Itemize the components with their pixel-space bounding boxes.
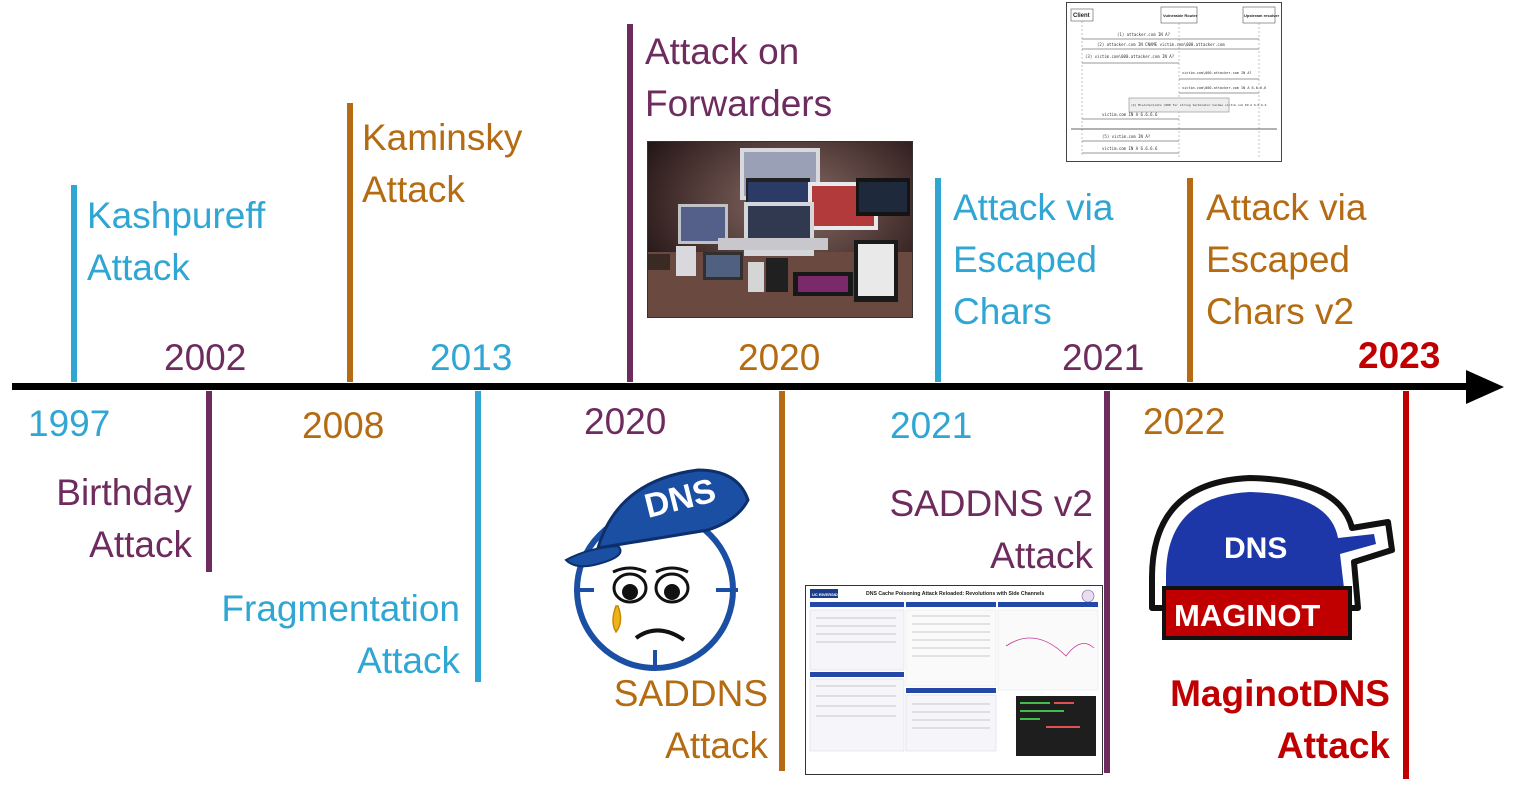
year-2023: 2023 xyxy=(1358,335,1441,376)
year-2013: 2013 xyxy=(430,337,513,378)
label-maginot: MaginotDNS Attack xyxy=(1170,673,1390,766)
year-2021-below: 2021 xyxy=(890,405,973,446)
year-2020-above: 2020 xyxy=(738,337,821,378)
label-fragmentation: Fragmentation Attack xyxy=(221,588,460,681)
poster-org: UC RIVERSIDE xyxy=(812,592,841,597)
bar-escaped2 xyxy=(1187,178,1193,382)
label-kashpureff: Kashpureff Attack xyxy=(87,195,266,288)
year-2002: 2002 xyxy=(164,337,247,378)
label-saddns2: SADDNS v2 Attack xyxy=(889,483,1093,576)
year-1997: 1997 xyxy=(28,403,111,444)
bar-escaped xyxy=(935,178,941,382)
seq-step-2: (2) attacker.com IN CNAME victim.com\000… xyxy=(1097,42,1225,47)
seq-step-3: (3) victim.com\000.attacker.com IN A? xyxy=(1085,54,1175,59)
bar-forwarders xyxy=(627,24,633,382)
seq-step-9: victim.com IN A 6.6.6.6 xyxy=(1102,146,1158,151)
maginotdns-logo: DNS MAGINOT xyxy=(1140,468,1400,658)
label-escaped2: Attack via Escaped Chars v2 xyxy=(1206,187,1367,332)
year-2022: 2022 xyxy=(1143,401,1226,442)
devices-photo xyxy=(647,141,913,318)
seq-step-7: victim.com IN A 6.6.6.6 xyxy=(1102,112,1158,117)
label-escaped: Attack via Escaped Chars xyxy=(953,187,1114,332)
seq-step-1: (1) attacker.com IN A? xyxy=(1117,32,1171,37)
bar-kaminsky xyxy=(347,103,353,382)
devices-photo-svg xyxy=(648,142,912,317)
timeline-arrowhead xyxy=(1466,370,1504,404)
label-birthday: Birthday Attack xyxy=(56,472,192,565)
saddns2-poster: UC RIVERSIDE DNS Cache Poisoning Attack … xyxy=(805,585,1103,775)
year-2021-above: 2021 xyxy=(1062,337,1145,378)
maginot-logo-maginot: MAGINOT xyxy=(1174,598,1320,633)
bar-fragmentation xyxy=(475,391,481,682)
bar-birthday xyxy=(206,391,212,572)
year-2020-below: 2020 xyxy=(584,401,667,442)
sequence-diagram-image: Client Vulnerable Router Upstream resolv… xyxy=(1066,2,1282,162)
timeline-axis xyxy=(12,383,1472,390)
seq-step-4: victim.com\000.attacker.com IN A? xyxy=(1182,71,1252,75)
saddns2-poster-svg: UC RIVERSIDE DNS Cache Poisoning Attack … xyxy=(809,589,1099,756)
seq-step-8: (5) victim.com IN A? xyxy=(1102,134,1151,139)
actor-client: Client xyxy=(1073,13,1090,19)
actor-router: Vulnerable Router xyxy=(1163,13,1198,18)
seq-step-5: victim.com\000.attacker.com IN A 6.6.6.6 xyxy=(1182,86,1266,90)
saddns-logo: DNS xyxy=(558,460,753,675)
bar-kashpureff xyxy=(71,185,77,382)
label-kaminsky: Kaminsky Attack xyxy=(362,117,523,210)
sequence-diagram-svg: Client Vulnerable Router Upstream resolv… xyxy=(1070,6,1280,157)
poster-title: DNS Cache Poisoning Attack Reloaded: Rev… xyxy=(866,591,1044,597)
maginot-logo-dns: DNS xyxy=(1224,532,1287,565)
year-2008: 2008 xyxy=(302,405,385,446)
maginotdns-logo-svg: DNS MAGINOT xyxy=(1149,475,1395,640)
actor-resolver: Upstream resolver xyxy=(1244,13,1280,18)
bar-saddns2 xyxy=(1104,391,1110,773)
bar-maginot xyxy=(1403,391,1409,779)
seq-step-6: (4) Misinterprets \000 for string termin… xyxy=(1131,103,1267,107)
saddns-logo-svg: DNS xyxy=(564,468,750,671)
label-saddns: SADDNS Attack xyxy=(613,673,768,766)
bar-saddns xyxy=(779,391,785,771)
label-forwarders: Attack on Forwarders xyxy=(645,31,833,124)
